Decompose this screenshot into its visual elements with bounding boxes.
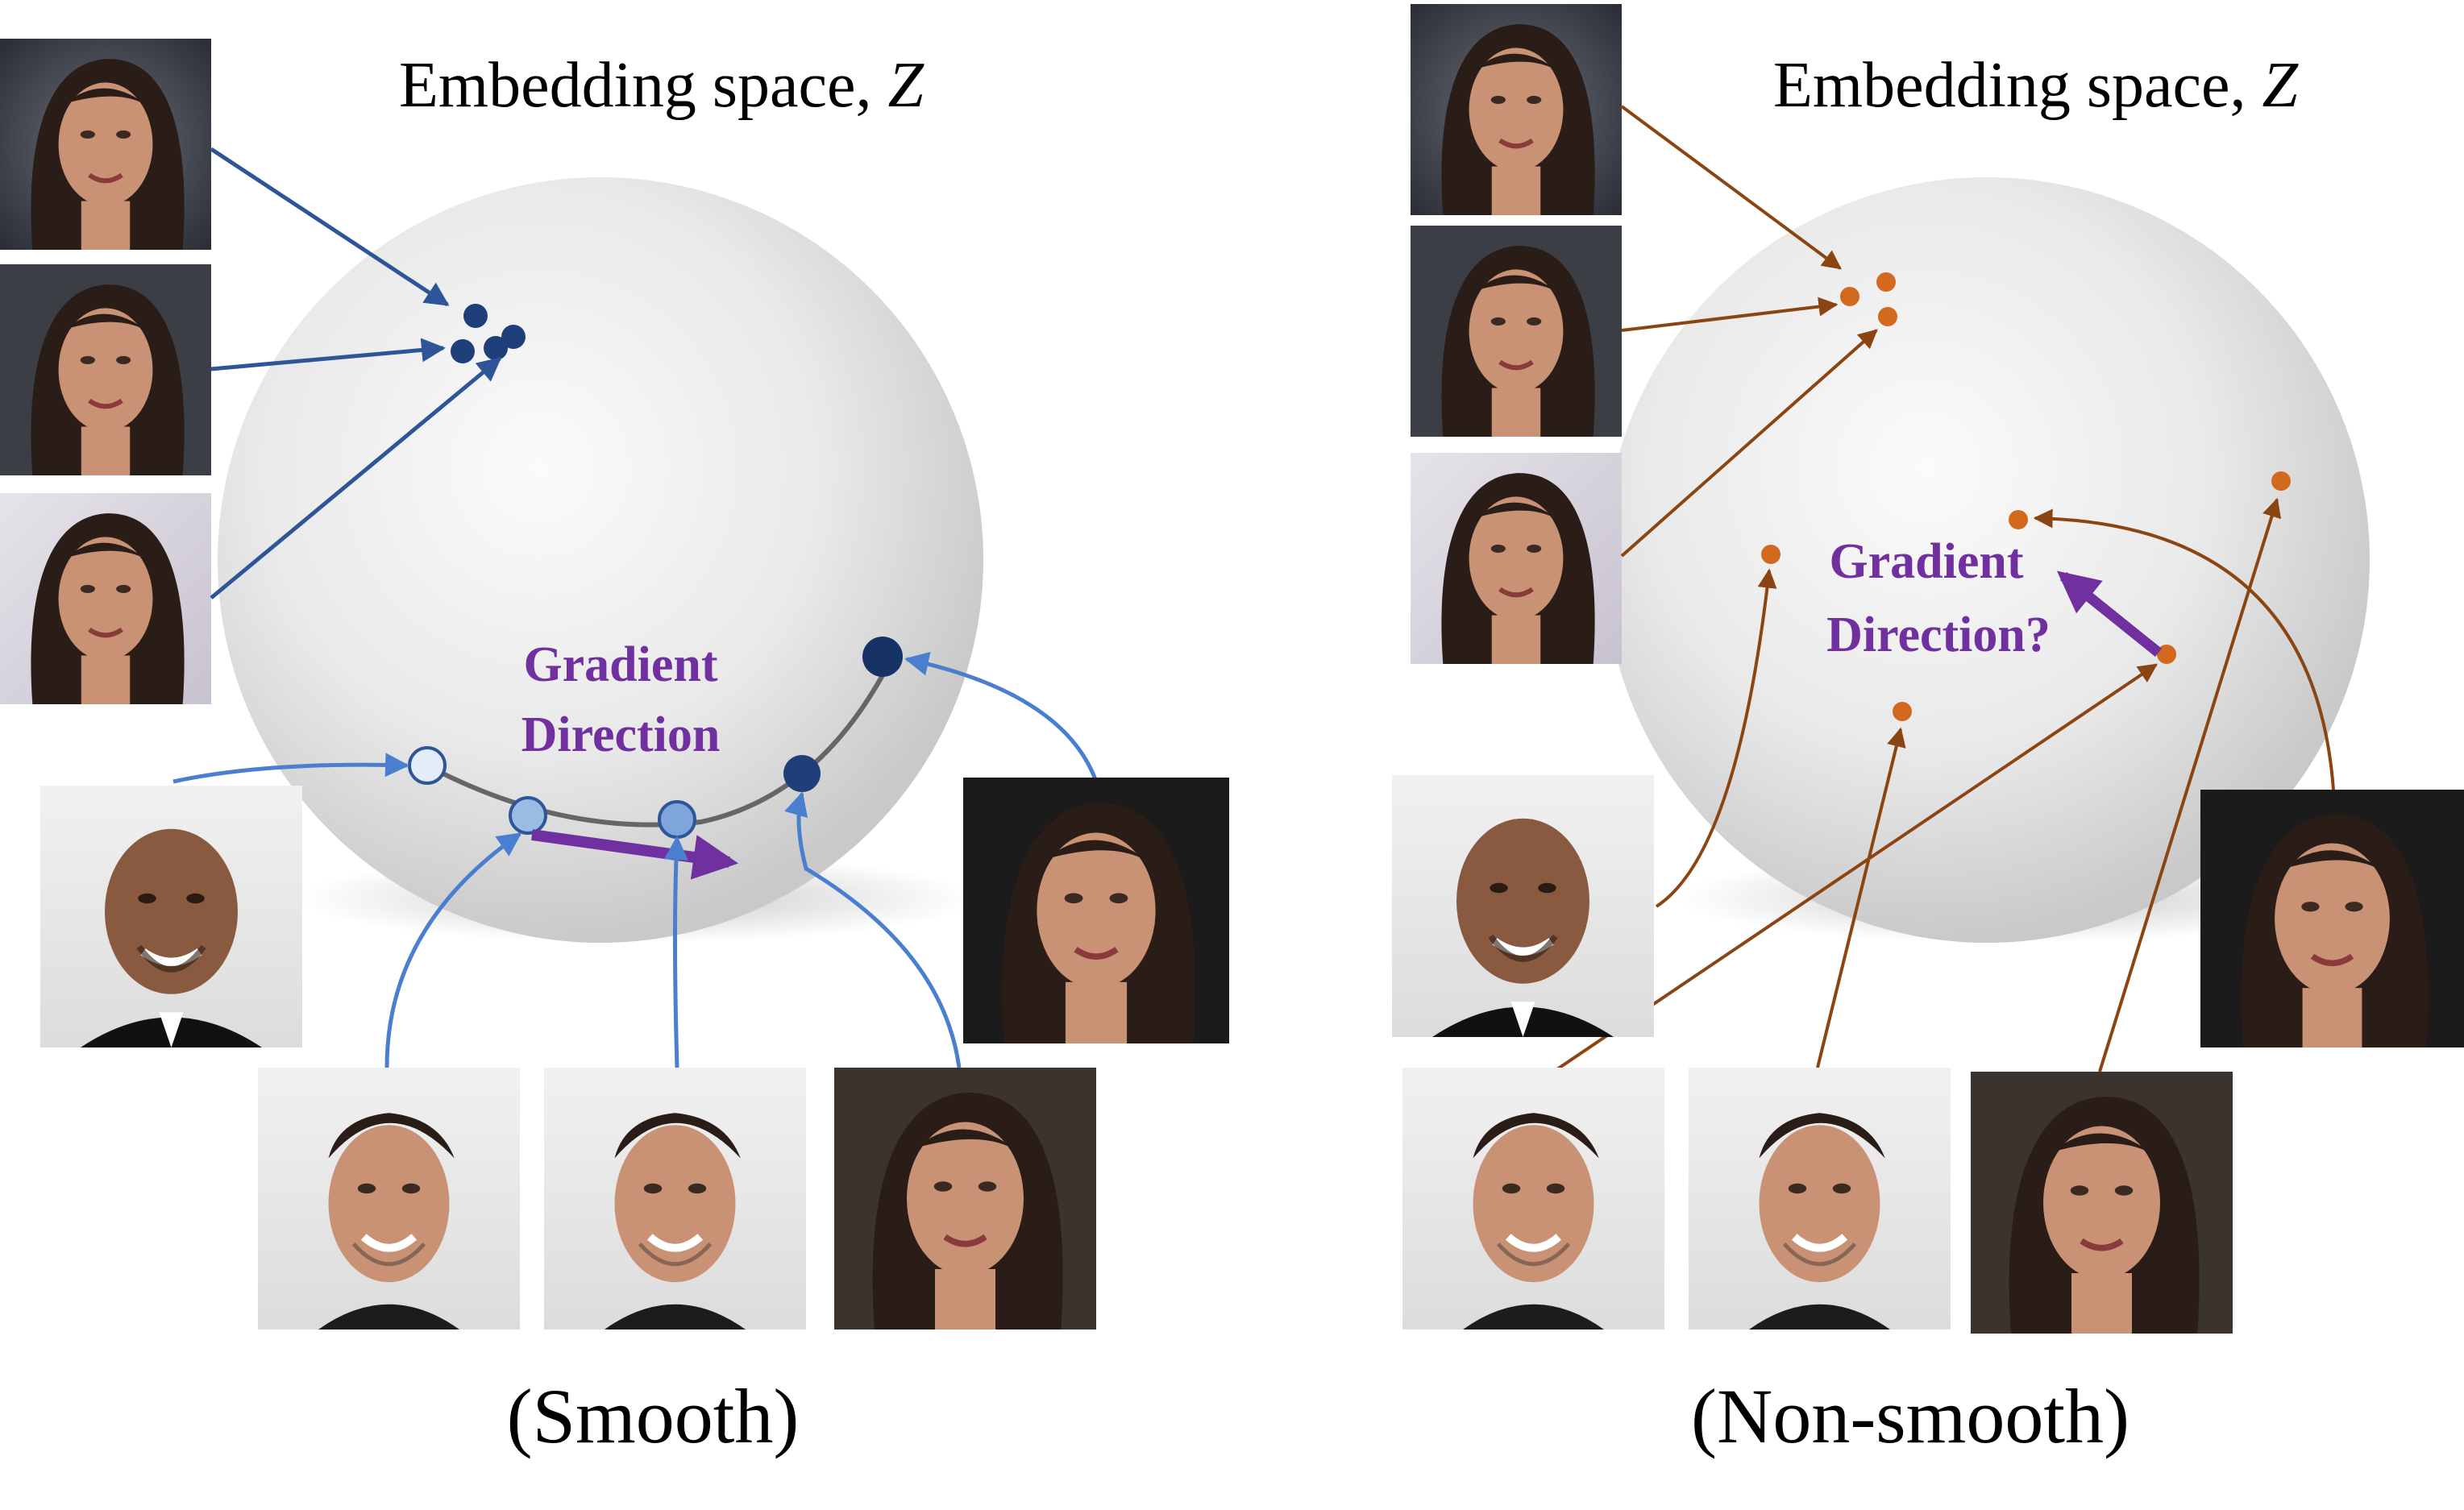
right-gradient-arrow <box>2056 570 2163 658</box>
left-manifold-point <box>509 796 547 835</box>
left-photo-bald-man <box>40 786 302 1047</box>
right-scatter-dot <box>1761 545 1780 564</box>
right-embedding-sphere <box>1604 177 2370 943</box>
left-identity-arrow <box>210 147 450 307</box>
right-identity-photo-2 <box>1411 226 1622 437</box>
left-caption: (Smooth) <box>507 1373 800 1459</box>
left-gradient-label-line1: Gradient <box>523 637 717 692</box>
right-photo-woman-right <box>2200 790 2464 1047</box>
left-manifold-curve <box>426 674 885 828</box>
left-panel: Embedding space, Z <box>0 39 1229 1459</box>
right-photo-woman-bottom <box>1971 1072 2233 1334</box>
right-interp-arrow <box>1816 727 1906 1068</box>
left-cluster-dot <box>484 336 508 360</box>
left-interp-arrow <box>384 832 522 1068</box>
right-title: Embedding space, Z <box>1773 50 2299 121</box>
left-gradient-label-line2: Direction <box>521 707 721 762</box>
right-gradient-label-line1: Gradient <box>1829 534 2023 589</box>
right-scatter-dot <box>1893 702 1912 721</box>
right-identity-photo-1 <box>1411 4 1622 215</box>
right-identity-arrow <box>1620 329 1878 558</box>
left-photo-woman-bottom <box>834 1068 1096 1330</box>
left-cluster-dot <box>451 339 475 363</box>
right-caption: (Non-smooth) <box>1691 1373 2130 1459</box>
right-interp-arrow <box>2098 497 2282 1072</box>
left-photo-man-2 <box>544 1068 806 1330</box>
left-gradient-arrow <box>531 829 739 880</box>
left-manifold-point <box>783 755 821 792</box>
left-identity-photo-1 <box>0 39 211 250</box>
left-photo-man-1 <box>258 1068 520 1330</box>
right-gradient-label-line2: Direction? <box>1826 608 2051 662</box>
right-photo-man-2 <box>1689 1068 1951 1330</box>
left-title: Embedding space, Z <box>399 50 925 121</box>
left-identity-photo-3 <box>0 493 211 704</box>
left-identity-photo-2 <box>0 264 211 475</box>
right-interp-arrow <box>1655 568 1777 908</box>
right-identity-arrow <box>1620 105 1842 270</box>
left-interp-arrow <box>904 652 1099 782</box>
right-interp-arrow <box>2033 508 2335 790</box>
right-cluster-dot <box>1876 272 1896 292</box>
right-cluster-dot <box>1840 287 1859 306</box>
right-scatter-dot <box>2009 510 2028 529</box>
right-scatter-dot <box>2157 645 2176 664</box>
right-cluster-dot <box>1878 307 1897 326</box>
left-manifold-point <box>658 800 696 839</box>
right-photo-bald-man <box>1392 775 1654 1037</box>
right-identity-photo-3 <box>1411 453 1622 664</box>
left-interp-arrow <box>784 791 962 1068</box>
left-identity-arrow <box>210 338 446 371</box>
left-interp-arrow <box>663 836 688 1068</box>
left-embedding-sphere <box>218 177 983 943</box>
left-manifold-point <box>408 746 447 785</box>
left-photo-woman-right <box>963 778 1229 1043</box>
left-manifold-point <box>862 637 903 677</box>
left-cluster-dot <box>501 325 526 349</box>
right-panel: Embedding space, Z Gradient D <box>1392 4 2464 1459</box>
left-identity-arrow <box>210 357 502 599</box>
right-photo-man-1 <box>1402 1068 1664 1330</box>
right-identity-arrow <box>1621 297 1839 332</box>
left-interp-arrow <box>172 753 409 784</box>
right-scatter-dot <box>2271 471 2291 491</box>
left-cluster-dot <box>463 304 488 328</box>
